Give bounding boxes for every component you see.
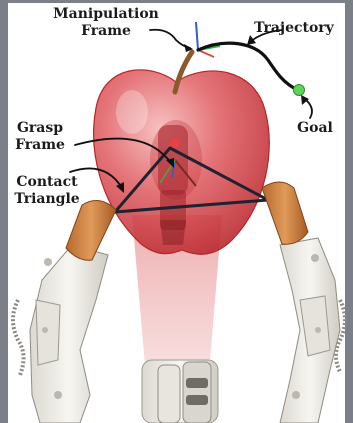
trajectory-label: Trajectory xyxy=(252,20,336,37)
goal-label: Goal xyxy=(293,120,337,137)
right-border-bar xyxy=(345,0,353,423)
gripper-core xyxy=(158,125,188,245)
grasp-frame-label: Grasp Frame xyxy=(12,120,68,154)
robot-wrist xyxy=(142,360,218,423)
top-border-bar xyxy=(0,0,353,3)
goal-point-icon xyxy=(294,85,305,96)
contact-triangle-label: Contact Triangle xyxy=(12,174,82,208)
manipulation-frame-label: Manipulation Frame xyxy=(52,6,160,40)
left-border-bar xyxy=(0,0,8,423)
